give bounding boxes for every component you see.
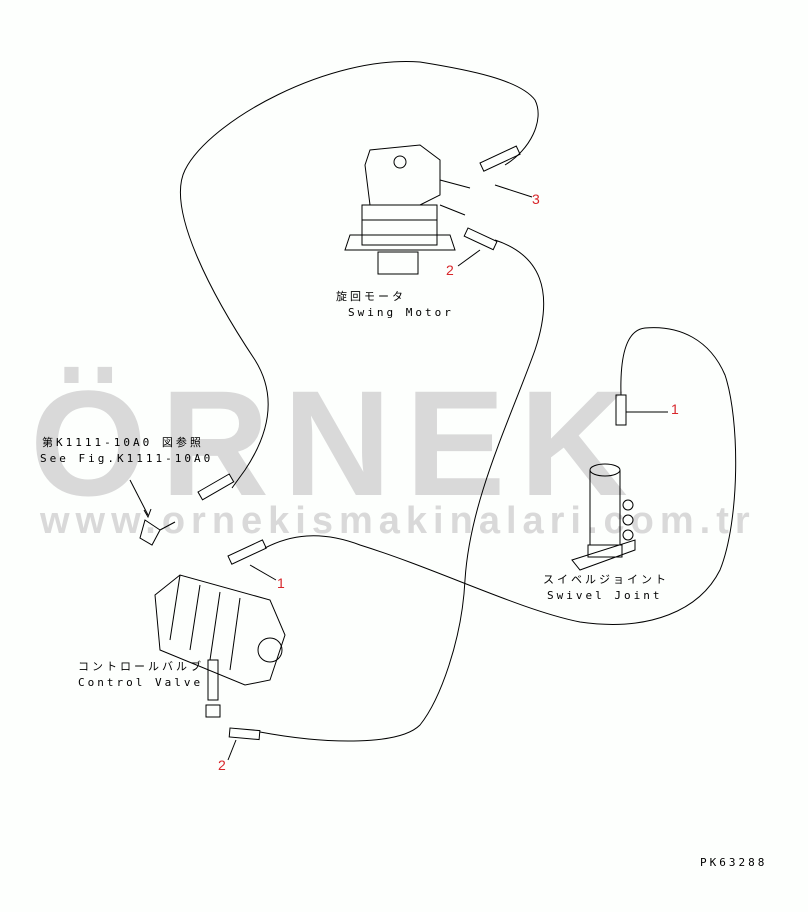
hose-3	[180, 60, 539, 489]
hose-2	[259, 239, 545, 742]
hose-1	[264, 327, 737, 625]
callout-2-motor: 2	[446, 262, 454, 278]
control-valve-drawing	[154, 574, 286, 718]
swing-motor-label-jp: 旋回モータ	[336, 290, 406, 303]
swing-motor-drawing	[344, 144, 471, 275]
callout-1-swivel: 1	[671, 401, 679, 417]
control-valve-label-jp: コントロールバルブ	[78, 660, 204, 673]
leader-lines	[227, 184, 668, 761]
swivel-joint-label-jp: スイベルジョイント	[543, 573, 669, 586]
callout-3: 3	[532, 191, 540, 207]
callout-2-valve: 2	[218, 757, 226, 773]
hose-ends	[197, 145, 627, 741]
reference-label-en: See Fig.K1111-10A0	[40, 452, 214, 465]
watermark-logo: ÖRNEK	[30, 359, 642, 527]
drawing-number: PK63288	[700, 856, 768, 869]
swing-motor-label-en: Swing Motor	[348, 306, 454, 319]
swivel-joint-label-en: Swivel Joint	[547, 589, 663, 602]
control-valve-label-en: Control Valve	[78, 676, 204, 689]
tee-fitting-drawing	[129, 479, 176, 546]
reference-label-jp: 第K1111-10A0 図参照	[42, 436, 204, 449]
watermark-url: www.ornekismakinalari.com.tr	[40, 500, 756, 542]
swivel-joint-drawing	[571, 463, 636, 571]
callout-1-valve: 1	[277, 575, 285, 591]
